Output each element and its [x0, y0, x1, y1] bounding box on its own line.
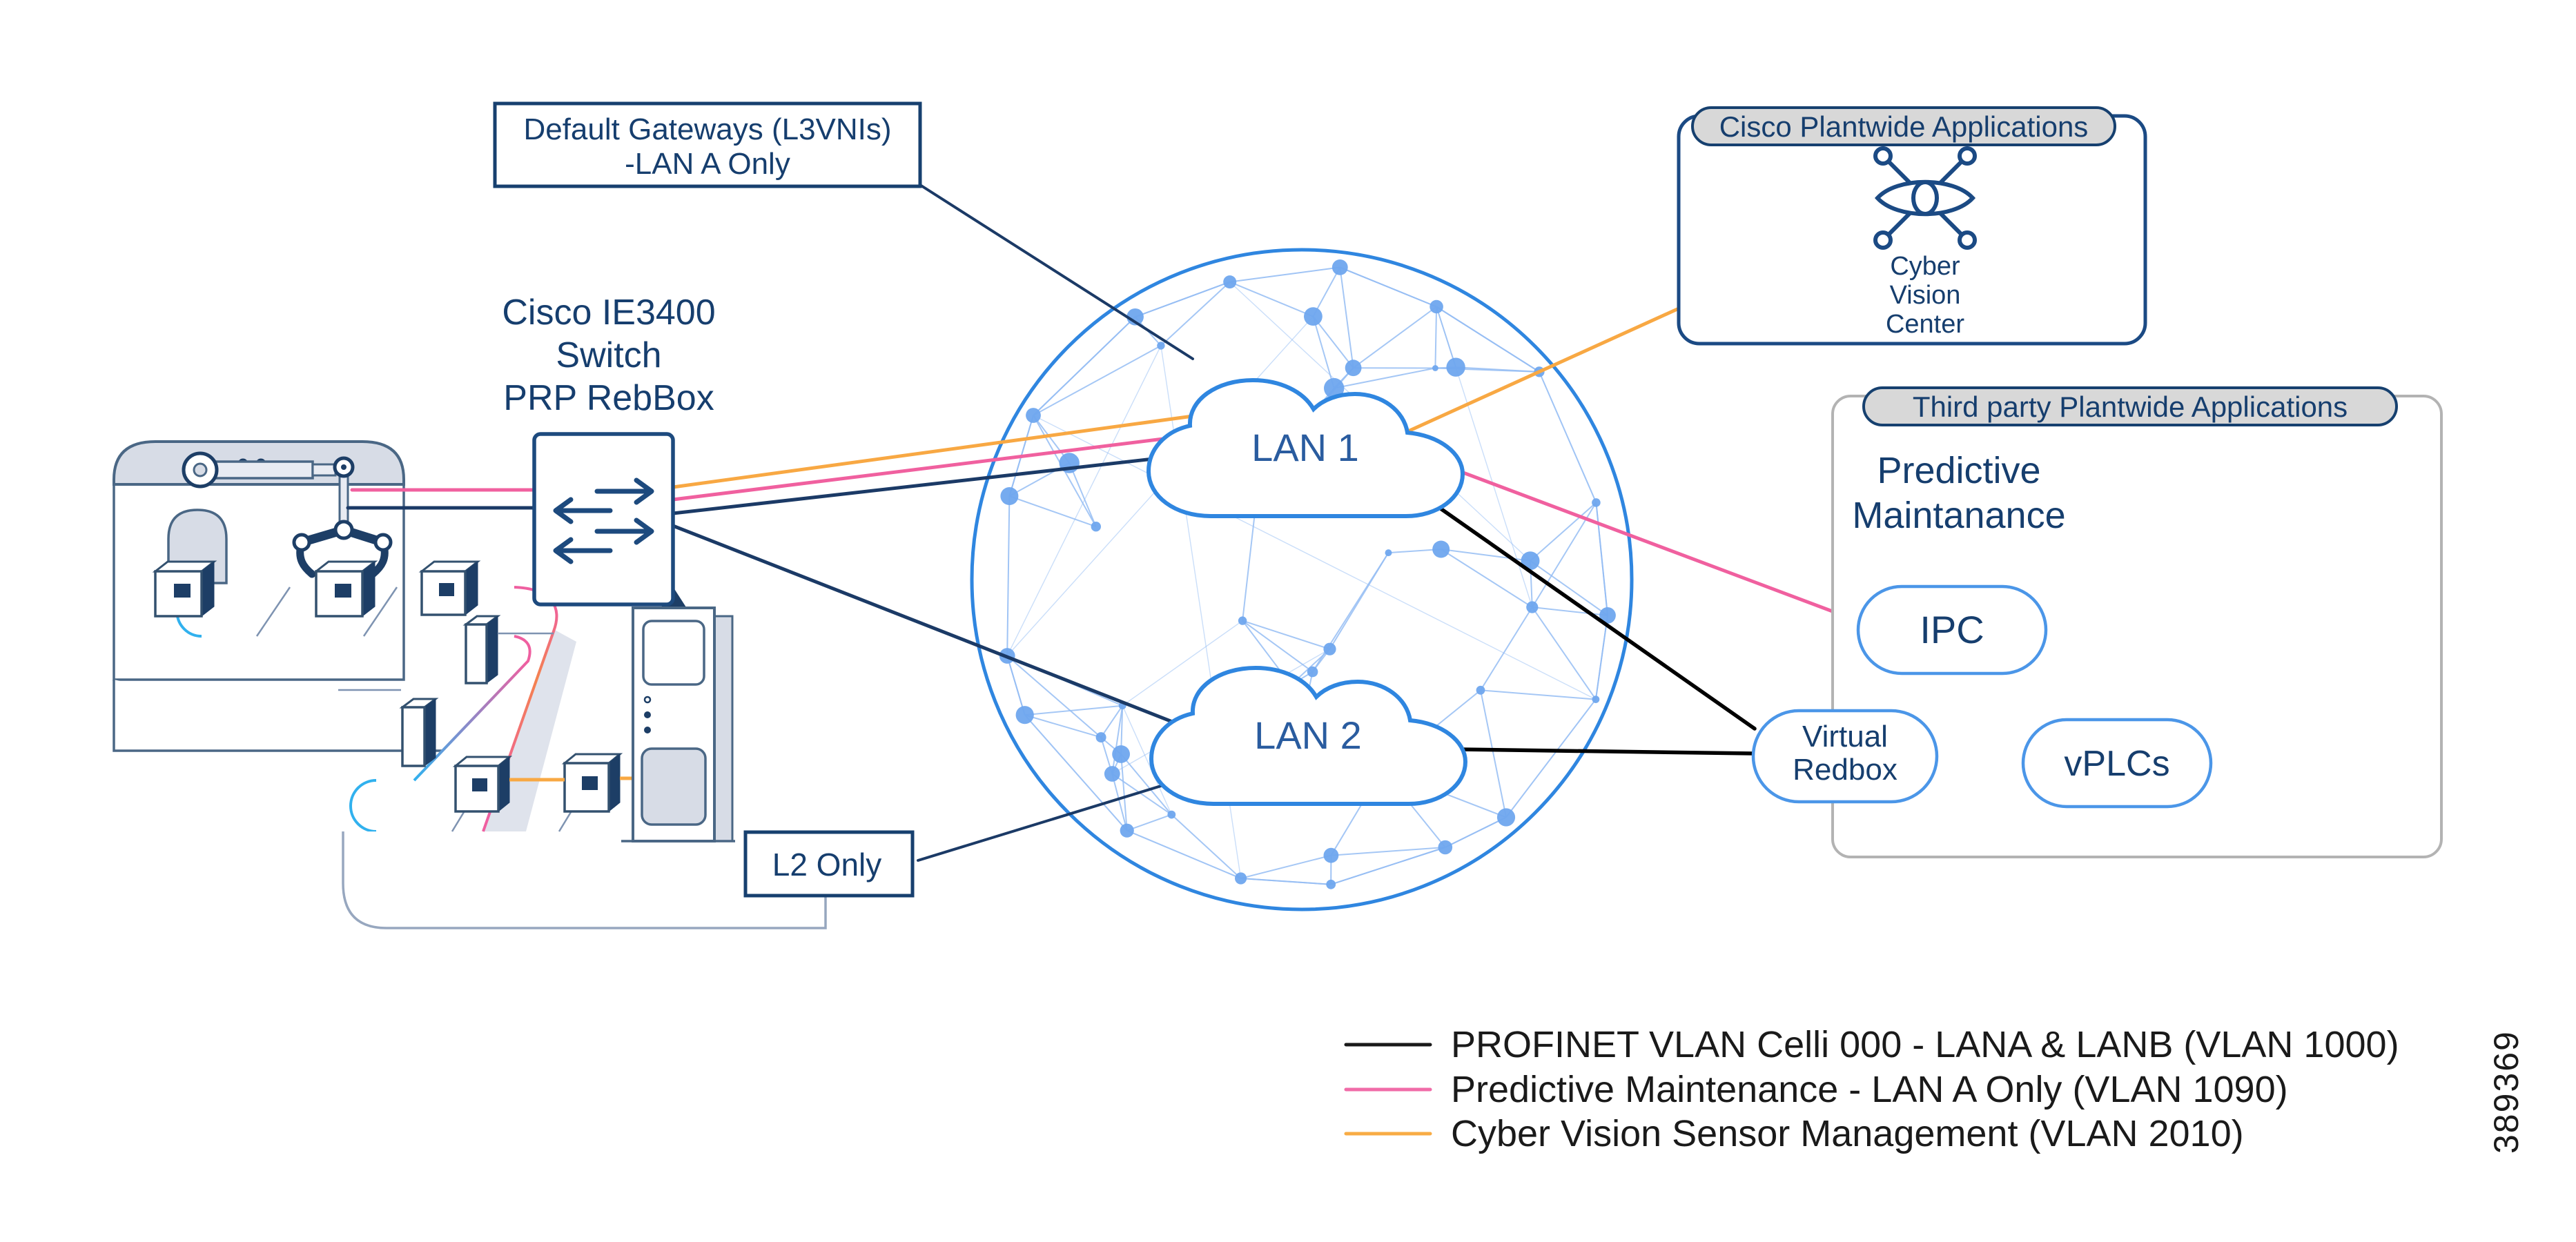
vplcs-pill: vPLCs: [2021, 718, 2213, 809]
cisco-plantwide-box: Cisco Plantwide Applications Cyber Visio…: [1677, 106, 2147, 346]
vlan-links: [671, 184, 1860, 862]
switch-label-line3: PRP RebBox: [503, 378, 714, 418]
legend-item: PROFINET VLAN Celli 000 - LANA & LANB (V…: [1344, 1024, 2399, 1065]
legend-label-predictive: Predictive Maintenance - LAN A Only (VLA…: [1451, 1069, 2288, 1110]
standing-slab-box: [462, 615, 501, 684]
standing-slab-box: [399, 698, 439, 767]
default-gateways-line2: -LAN A Only: [625, 147, 790, 181]
lan1-cloud: LAN 1: [1149, 380, 1463, 516]
switch-arrows-icon: [553, 477, 654, 564]
third-party-title-pill: [1862, 386, 2398, 426]
workpiece-box: [313, 560, 378, 618]
globe-rim: [970, 248, 1634, 911]
lan1-label: LAN 1: [1251, 426, 1359, 469]
switch-label-line1: Cisco IE3400: [502, 293, 715, 333]
legend-item: Predictive Maintenance - LAN A Only (VLA…: [1344, 1069, 2288, 1110]
link-lan1-virtual-redbox: [1392, 474, 1757, 731]
legend-label-cyber-vision: Cyber Vision Sensor Management (VLAN 201…: [1451, 1113, 2244, 1154]
ipc-label: IPC: [1920, 608, 1984, 651]
l2-only-leader-line: [917, 771, 1205, 862]
cisco-plantwide-title: Cisco Plantwide Applications: [1719, 110, 2089, 143]
lan2-cloud: LAN 2: [1151, 668, 1465, 804]
third-party-title: Third party Plantwide Applications: [1913, 391, 2348, 423]
vplcs-label: vPLCs: [2064, 744, 2169, 784]
virtual-redbox-line2: Redbox: [1793, 753, 1897, 787]
switch-label-line2: Switch: [556, 335, 661, 375]
link-profinet-switch-lan2: [671, 524, 1238, 749]
factory-cell-illustration: [113, 440, 827, 929]
callout-l2-only: L2 Only: [743, 830, 915, 898]
globe-network: [970, 248, 1634, 911]
default-gateways-line1: Default Gateways (L3VNIs): [523, 112, 891, 146]
link-predictive-switch-lan1: [671, 431, 1210, 502]
control-cabinet-icon: [621, 588, 735, 842]
prp-redbox-switch: Cisco IE3400 Switch PRP RebBox: [502, 293, 716, 607]
predictive-maintenance-heading-line2: Maintanance: [1852, 495, 2065, 536]
legend-label-profinet: PROFINET VLAN Celli 000 - LANA & LANB (V…: [1451, 1024, 2399, 1065]
cyber-vision-line1: Cyber: [1890, 252, 1960, 281]
virtual-redbox-pill: Virtual Redbox: [1751, 709, 1939, 804]
link-lan1-cyber-vision-center: [1406, 307, 1679, 433]
workpiece-box: [561, 753, 623, 813]
l2-only-label: L2 Only: [772, 847, 882, 883]
workpiece-box: [418, 560, 481, 616]
link-cyber-vision-switch-lan1: [671, 412, 1210, 489]
legend: PROFINET VLAN Celli 000 - LANA & LANB (V…: [1344, 1024, 2399, 1154]
lan2-label: LAN 2: [1254, 713, 1362, 757]
predictive-maintenance-heading-line1: Predictive: [1877, 450, 2040, 491]
legend-item: Cyber Vision Sensor Management (VLAN 201…: [1344, 1113, 2244, 1154]
callout-default-gateways: Default Gateways (L3VNIs) -LAN A Only: [493, 101, 922, 188]
workpiece-boxes: [152, 560, 633, 813]
figure-number: 389369: [2487, 1030, 2526, 1154]
workpiece-box: [152, 560, 217, 618]
third-party-box: Third party Plantwide Applications Predi…: [1831, 386, 2443, 858]
link-lan1-ipc: [1406, 450, 1860, 623]
cyber-vision-eye-icon: [1873, 146, 1977, 250]
default-gateways-leader-line: [919, 184, 1194, 360]
cyber-vision-line2: Vision: [1890, 281, 1961, 310]
ipc-pill: IPC: [1856, 584, 2048, 676]
workpiece-box: [452, 756, 513, 813]
link-lan2-virtual-redbox: [1406, 747, 1757, 756]
cisco-plantwide-title-pill: [1691, 106, 2116, 146]
virtual-redbox-line1: Virtual: [1802, 720, 1888, 753]
link-profinet-switch-lan1: [671, 451, 1210, 515]
cyber-vision-line3: Center: [1886, 310, 1964, 339]
robot-arm-icon: [182, 451, 393, 578]
